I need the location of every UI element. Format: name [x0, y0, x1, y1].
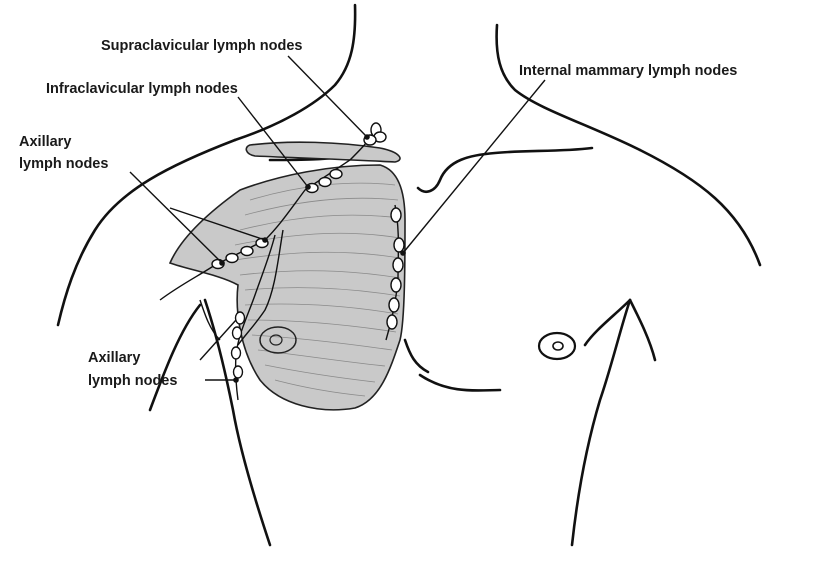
labels: Supraclavicular lymph nodes Infraclavicu… [19, 38, 737, 389]
label-axillary-upper-line2: lymph nodes [19, 156, 108, 172]
label-internal-mammary: Internal mammary lymph nodes [519, 63, 737, 79]
label-axillary-lower-line1: Axillary [88, 350, 140, 366]
body-outline [56, 3, 762, 547]
label-supraclavicular: Supraclavicular lymph nodes [101, 38, 302, 54]
leader-lines [129, 55, 546, 383]
label-infraclavicular: Infraclavicular lymph nodes [46, 81, 238, 97]
right-nipple [537, 331, 577, 361]
muscle-fibers [234, 182, 401, 397]
axillary-nodes-lower [230, 311, 246, 379]
label-axillary-upper-line1: Axillary [19, 134, 71, 150]
internal-mammary-nodes [386, 207, 405, 330]
label-axillary-lower-line2: lymph nodes [88, 373, 177, 389]
supraclavicular-nodes [363, 122, 387, 146]
left-nipple [259, 326, 297, 354]
